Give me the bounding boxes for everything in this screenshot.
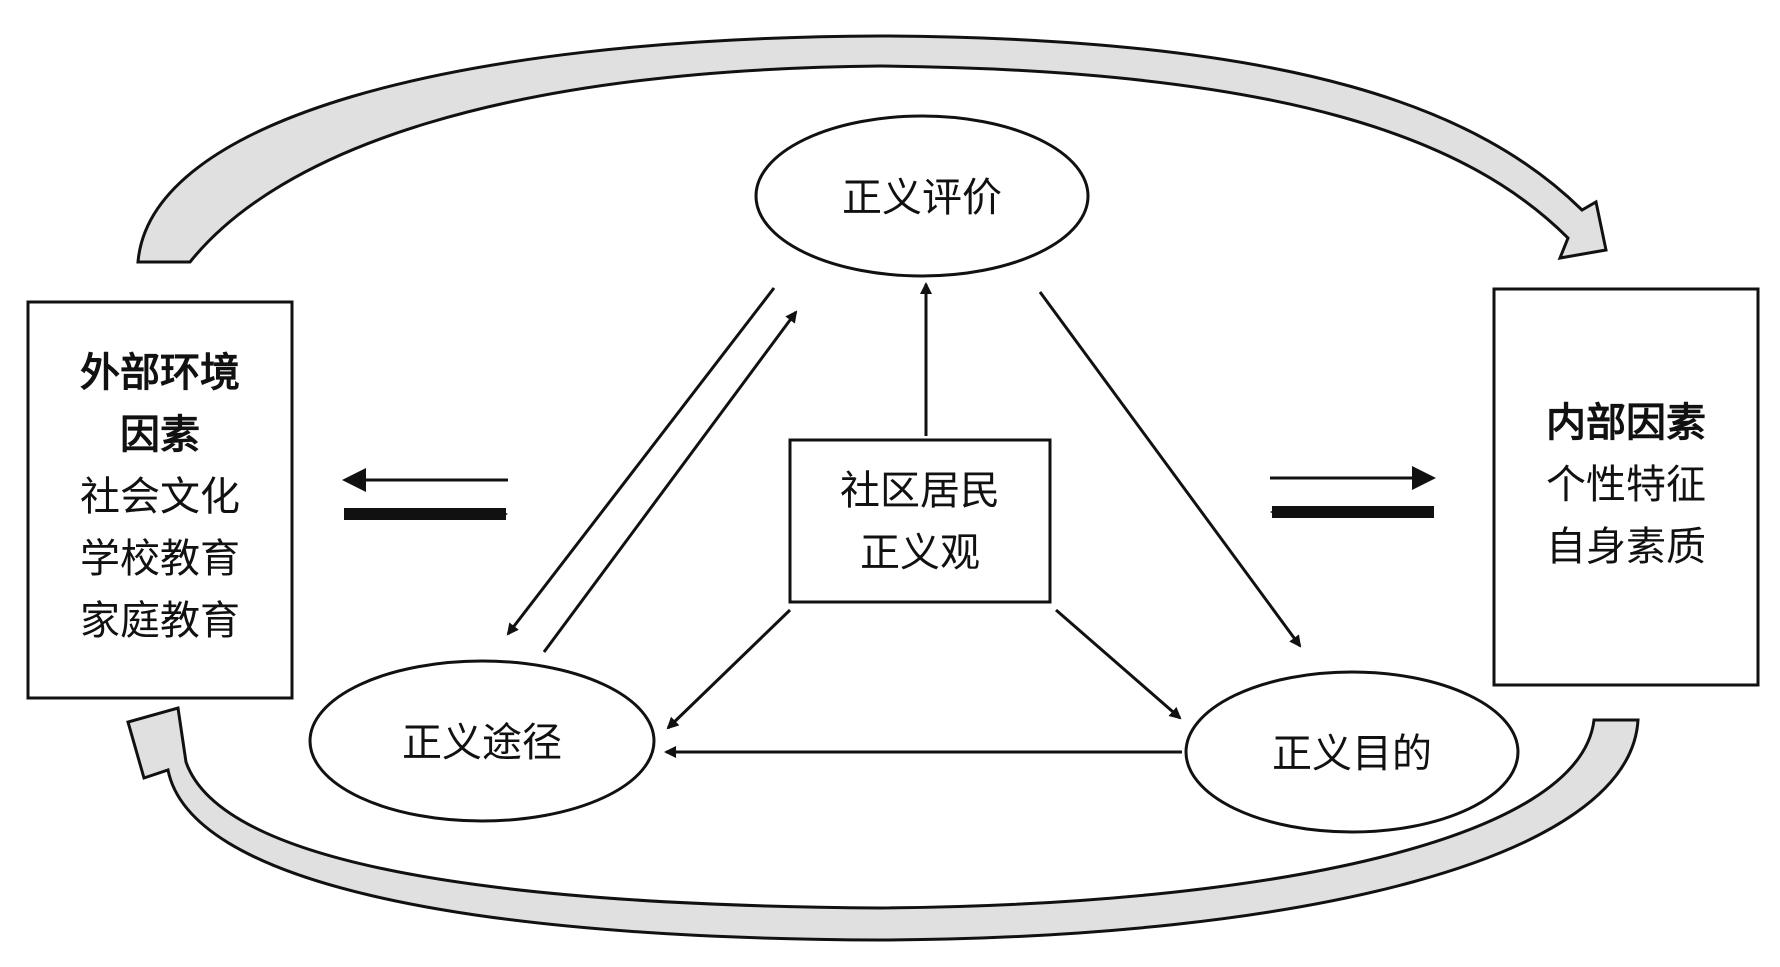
- arrow-center-to-path: [666, 608, 792, 730]
- external-title-line2: 因素: [120, 412, 200, 458]
- arrow-center-to-purpose: [1055, 608, 1182, 720]
- external-factors-text: 外部环境 因素 社会文化 学校教育 家庭教育: [28, 342, 292, 652]
- internal-item-1: 个性特征: [1546, 462, 1706, 508]
- center-box: [788, 438, 1052, 604]
- arrow-evaluation-to-path: [506, 287, 776, 636]
- external-title-line1: 外部环境: [80, 350, 240, 396]
- internal-factors-box: [1492, 287, 1760, 687]
- internal-factors-text: 内部因素 个性特征 自身素质: [1494, 392, 1758, 578]
- center-label-line2: 正义观: [860, 530, 980, 576]
- internal-title: 内部因素: [1546, 400, 1706, 446]
- external-item-3: 家庭教育: [80, 598, 240, 644]
- center-label-line1: 社区居民: [840, 468, 1000, 514]
- top-cycle-arrow: [136, 34, 1608, 264]
- external-factors-box: [26, 300, 294, 700]
- center-box-label: 社区居民 正义观: [790, 460, 1050, 584]
- bottom-cycle-arrow: [126, 706, 1640, 942]
- arrow-evaluation-to-purpose: [1038, 291, 1302, 648]
- external-item-1: 社会文化: [80, 474, 240, 520]
- arrow-path-to-evaluation: [542, 310, 798, 653]
- evaluation-ellipse: [754, 114, 1090, 278]
- purpose-ellipse: [1184, 670, 1520, 834]
- evaluation-label: 正义评价: [842, 175, 1002, 221]
- purpose-label: 正义目的: [1272, 731, 1432, 777]
- external-item-2: 学校教育: [80, 536, 240, 582]
- internal-item-2: 自身素质: [1546, 524, 1706, 570]
- path-ellipse: [308, 659, 656, 823]
- path-label: 正义途径: [402, 720, 562, 766]
